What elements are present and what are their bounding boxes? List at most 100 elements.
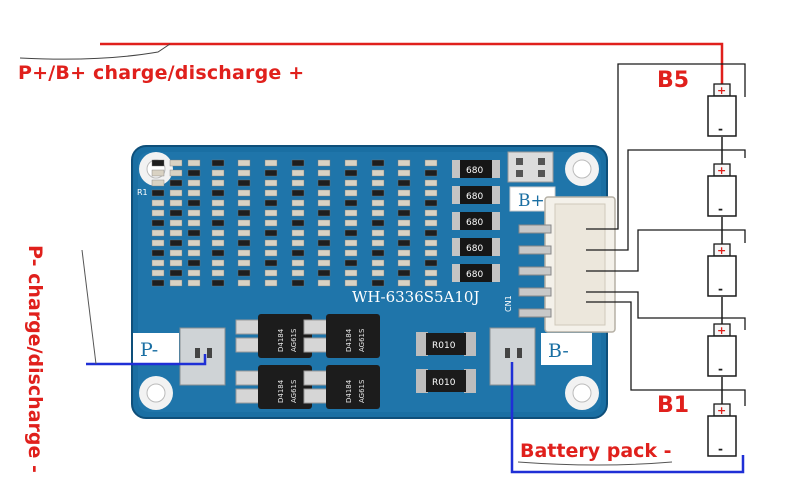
b-plus-text: B+	[518, 191, 545, 211]
corner-ref-text: R1	[137, 188, 148, 197]
smd-part	[187, 249, 201, 257]
smd-part	[187, 169, 201, 177]
smd-part	[211, 179, 225, 187]
smd-part	[397, 189, 411, 197]
battery-cell: +-	[707, 243, 737, 297]
b5-label: B5	[657, 68, 690, 93]
smd-part	[291, 199, 305, 207]
positive-wire	[100, 42, 724, 84]
smd-part	[397, 269, 411, 277]
smd-part	[169, 199, 183, 207]
smd-part	[264, 189, 278, 197]
smd-part	[397, 279, 411, 287]
p-plus-charge-discharge-label: P+/B+ charge/discharge +	[18, 62, 305, 84]
smd-part	[151, 169, 165, 177]
smd-part	[424, 219, 438, 227]
smd-part	[291, 239, 305, 247]
smd-part	[397, 259, 411, 267]
smd-part	[169, 279, 183, 287]
smd-part	[344, 209, 358, 217]
battery-cell: +-	[707, 403, 737, 457]
smd-part	[264, 229, 278, 237]
smd-resistor-code: 680	[466, 192, 483, 202]
mosfet-mark: D4184	[345, 328, 353, 352]
p-minus-pad	[133, 333, 179, 365]
smd-part	[371, 189, 385, 197]
smd-part	[264, 279, 278, 287]
smd-part	[169, 239, 183, 247]
smd-part	[264, 169, 278, 177]
smd-part	[237, 169, 251, 177]
smd-part	[237, 199, 251, 207]
cell-minus-symbol: -	[718, 282, 723, 296]
mosfet-mark: D4184	[277, 328, 285, 352]
smd-part	[187, 229, 201, 237]
smd-resistor-code: 680	[466, 166, 483, 176]
smd-part	[371, 259, 385, 267]
smd-part	[169, 169, 183, 177]
smd-part	[264, 219, 278, 227]
smd-part	[237, 209, 251, 217]
smd-resistor-680: 680	[452, 238, 500, 256]
b-minus-text: B-	[548, 340, 569, 362]
smd-part	[317, 209, 331, 217]
smd-part	[291, 159, 305, 167]
smd-part	[371, 239, 385, 247]
mosfet-code: AG61S	[358, 379, 366, 403]
b-minus-pad	[541, 333, 592, 365]
cell-minus-symbol: -	[718, 122, 723, 136]
smd-part	[264, 249, 278, 257]
smd-part	[291, 179, 305, 187]
cell-minus-symbol: -	[718, 202, 723, 216]
smd-part	[397, 249, 411, 257]
smd-part	[237, 189, 251, 197]
smd-part	[264, 209, 278, 217]
smd-part	[424, 159, 438, 167]
smd-part	[424, 249, 438, 257]
smd-part	[237, 239, 251, 247]
smd-part	[237, 219, 251, 227]
mounting-hole	[565, 376, 599, 410]
smd-part	[371, 269, 385, 277]
smd-part	[397, 239, 411, 247]
battery-cell: +-	[707, 323, 737, 377]
cell-plus-symbol: +	[717, 244, 726, 257]
smd-part	[371, 229, 385, 237]
smd-part	[371, 199, 385, 207]
smd-part	[371, 249, 385, 257]
smd-part	[317, 269, 331, 277]
smd-part	[371, 179, 385, 187]
smd-part	[264, 259, 278, 267]
p-minus-copper-pad	[179, 327, 226, 386]
smd-part	[291, 259, 305, 267]
battery-pack-minus-wire	[510, 362, 745, 474]
smd-part	[344, 229, 358, 237]
smd-part	[211, 239, 225, 247]
battery-cell: +-	[707, 163, 737, 217]
smd-part	[397, 159, 411, 167]
smd-part	[187, 179, 201, 187]
smd-part	[371, 219, 385, 227]
smd-part	[344, 279, 358, 287]
smd-part	[344, 169, 358, 177]
smd-part	[169, 219, 183, 227]
balance-connector	[518, 196, 616, 333]
smd-part	[187, 209, 201, 217]
smd-part	[237, 259, 251, 267]
smd-part	[169, 189, 183, 197]
smd-part	[169, 249, 183, 257]
smd-part	[317, 259, 331, 267]
shunt-bottom-text: R010	[432, 378, 456, 388]
smd-part	[397, 179, 411, 187]
smd-part	[264, 179, 278, 187]
mosfet-mark: D4184	[277, 379, 285, 403]
p-minus-text: P-	[140, 339, 158, 361]
mounting-hole	[139, 376, 173, 410]
smd-resistor-680: 680	[452, 160, 500, 178]
smd-part	[151, 269, 165, 277]
smd-part	[397, 229, 411, 237]
smd-part	[344, 249, 358, 257]
